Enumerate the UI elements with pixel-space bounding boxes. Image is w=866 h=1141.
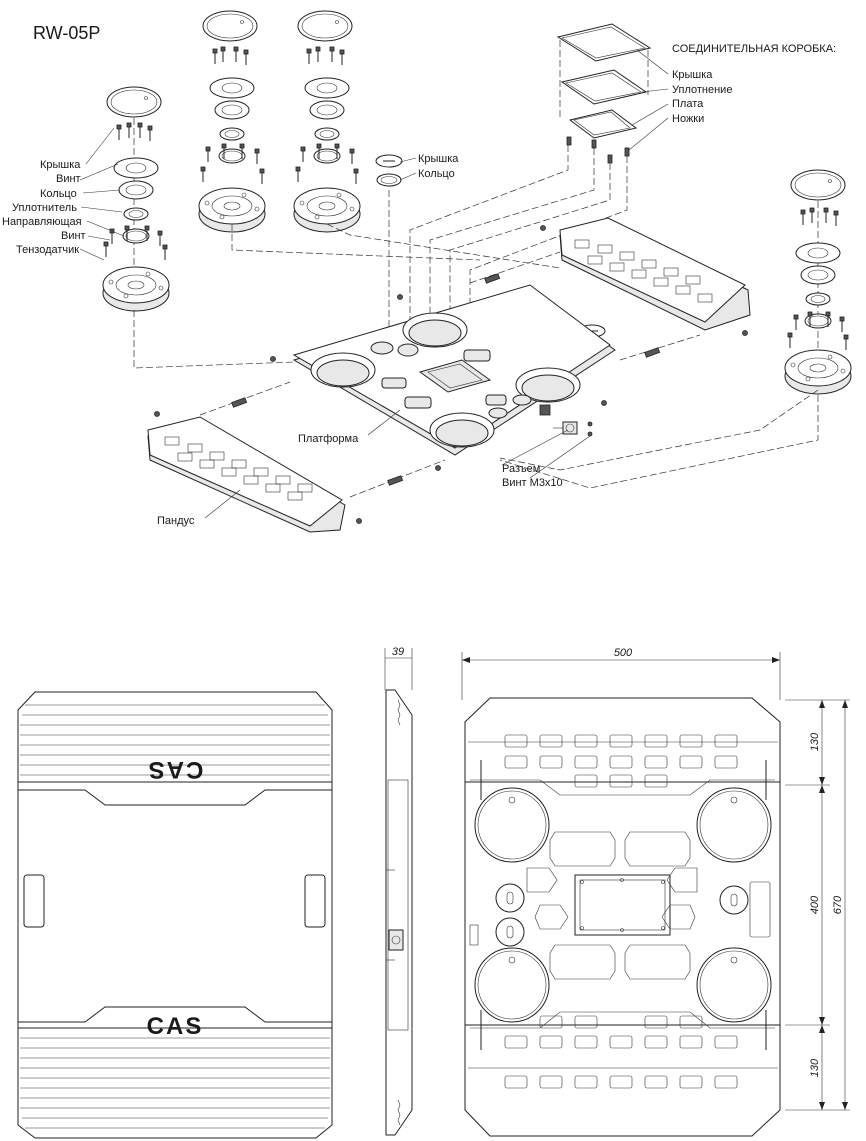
assembly-lines — [133, 310, 819, 489]
left-part-seal: Уплотнитель — [12, 202, 77, 214]
left-part-screw: Винт — [56, 173, 81, 185]
model-title: RW-05P — [33, 23, 100, 43]
top-view: CAS CAS — [17, 691, 333, 1139]
left-part-screw-2: Винт — [61, 230, 86, 242]
left-part-cover: Крышка — [40, 159, 81, 171]
platform — [292, 284, 616, 456]
load-cell-stack-left — [102, 86, 170, 312]
center-part-cover: Крышка — [418, 153, 459, 165]
dimension-bottom-ramp: 130 — [809, 1058, 821, 1077]
connector-label: Разъем — [502, 463, 540, 475]
junction-box-part-board: Плата — [672, 98, 704, 110]
platform-label: Платформа — [298, 433, 359, 445]
side-view-thickness: 39 — [392, 646, 404, 658]
connector-screw-label: Винт М3х10 — [502, 477, 563, 489]
dimension-width: 500 — [614, 647, 633, 659]
bottom-view: 500 130 400 670 130 — [461, 647, 850, 1137]
dimension-total: 670 — [832, 895, 844, 914]
ramp-left — [147, 411, 362, 533]
ramp-label: Пандус — [157, 515, 195, 527]
load-cell-stack-upper-middle — [293, 10, 561, 269]
junction-box-part-cover: Крышка — [672, 69, 713, 81]
left-part-load-cell: Тензодатчик — [16, 244, 79, 256]
top-view-logo-top: CAS — [147, 756, 204, 783]
junction-box-exploded — [388, 23, 652, 340]
left-part-guide: Направляющая — [2, 216, 82, 228]
exploded-view: СОЕДИНИТЕЛЬНАЯ КОРОБКА: Крышка Уплотнени… — [2, 10, 852, 533]
dimension-middle: 400 — [809, 895, 821, 914]
leader-lines — [79, 49, 669, 519]
ramp-right — [540, 217, 751, 336]
junction-box-part-seal: Уплотнение — [672, 84, 732, 96]
side-view: 39 — [384, 646, 413, 1136]
connector — [553, 421, 593, 437]
dimension-top-ramp: 130 — [809, 732, 821, 751]
connecting-rods — [199, 251, 701, 498]
top-view-logo-bottom: CAS — [147, 1013, 204, 1040]
load-cell-stack-right — [499, 169, 852, 471]
load-cell-stack-upper-left — [198, 10, 481, 261]
left-part-ring: Кольцо — [40, 188, 77, 200]
junction-box-title: СОЕДИНИТЕЛЬНАЯ КОРОБКА: — [672, 43, 836, 55]
center-part-ring: Кольцо — [418, 168, 455, 180]
junction-box-part-feet: Ножки — [672, 113, 704, 125]
